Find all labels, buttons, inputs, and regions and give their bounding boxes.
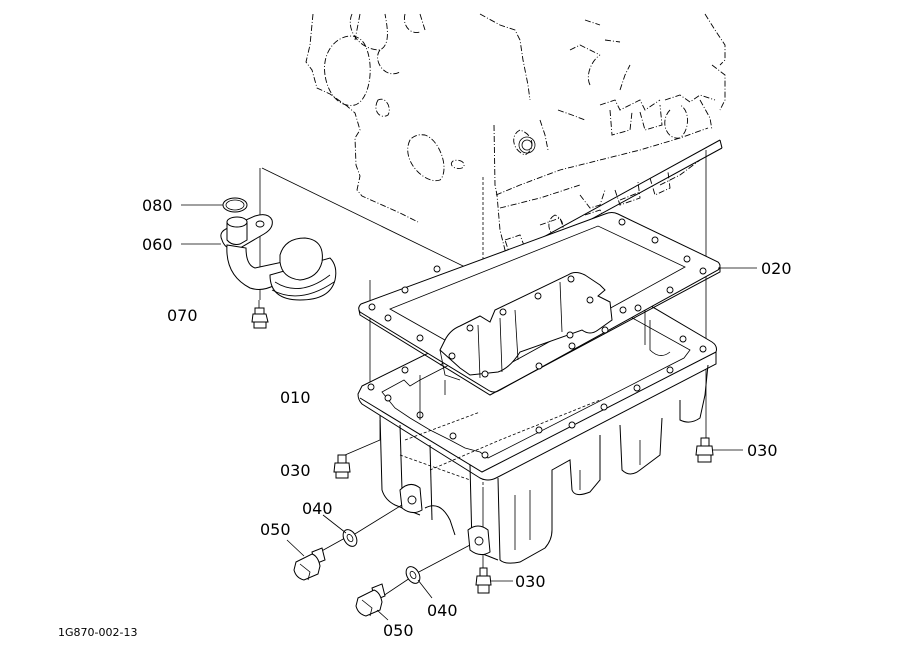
bolt-030-right [695,437,714,463]
oil-strainer-assembly [220,197,337,329]
callout-020: 020 [761,259,792,278]
drawing-reference-code: 1G870-002-13 [58,626,137,639]
callout-010: 010 [280,388,311,407]
bolt-030-left [333,454,351,479]
callout-030-bottom: 030 [515,572,546,591]
washer-040-upper [342,529,358,547]
drain-plug-050-lower [355,583,386,617]
callout-030-left: 030 [280,461,311,480]
callout-050-lower: 050 [383,621,414,640]
oil-pan-gasket [358,212,721,396]
callout-050-upper: 050 [260,520,291,539]
oil-pan [357,273,717,564]
callout-040-upper: 040 [302,499,333,518]
bolt-030-bottom [475,567,492,594]
callout-080: 080 [142,196,173,215]
callout-leaders [181,204,757,621]
engine-block-outline [305,13,726,271]
callout-070: 070 [167,306,198,325]
callout-060: 060 [142,235,173,254]
callout-030-right: 030 [747,441,778,460]
callout-040-lower: 040 [427,601,458,620]
drain-plug-050-upper [293,547,326,581]
washer-040-lower [405,566,421,584]
